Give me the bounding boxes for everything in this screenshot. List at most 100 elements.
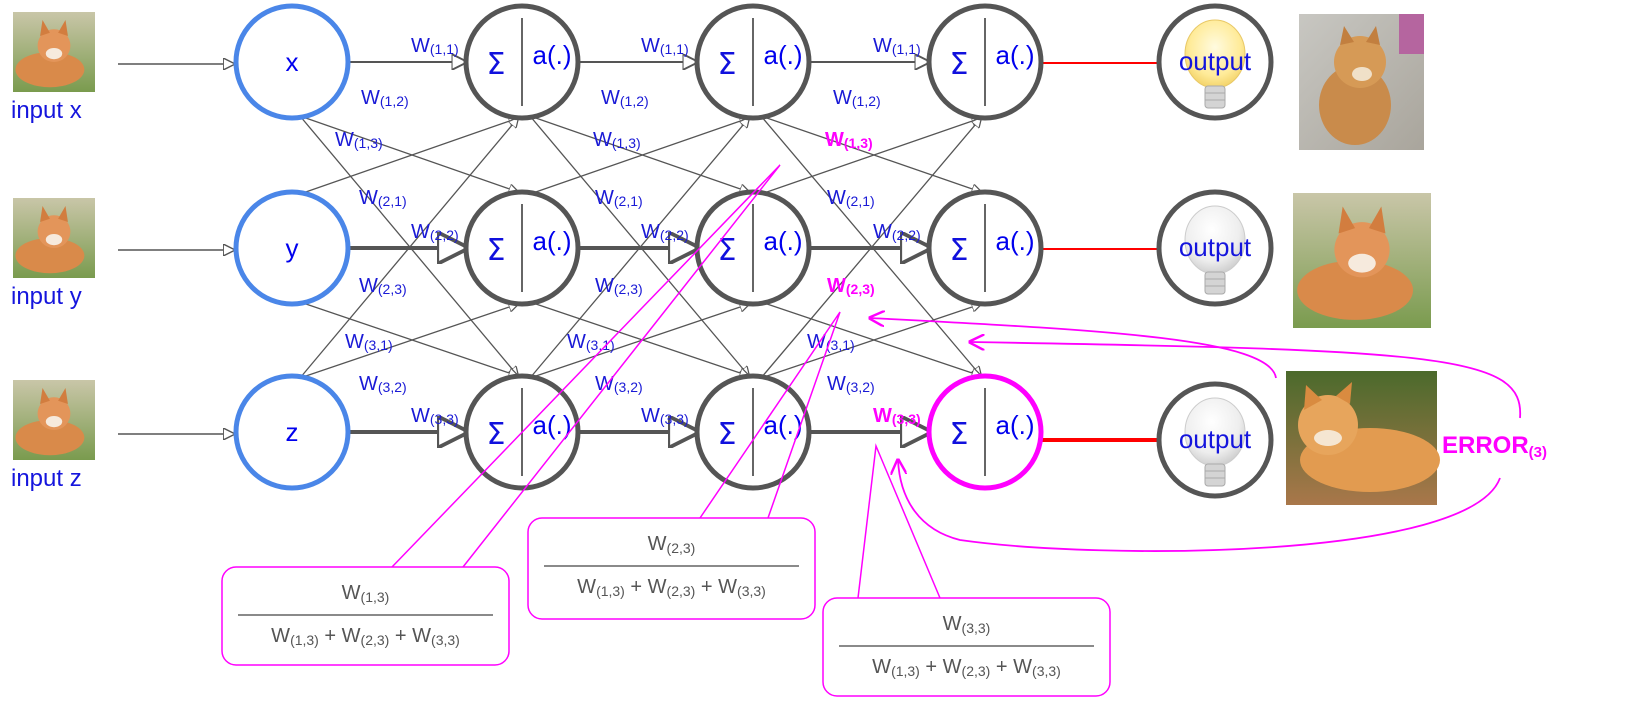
weight-label: W(1,2) bbox=[361, 87, 409, 109]
edge-cross bbox=[529, 301, 749, 376]
shiba-dog-photo bbox=[1299, 14, 1424, 150]
error-label: ERROR(3) bbox=[1442, 432, 1547, 461]
weight-label: W(3,3) bbox=[411, 405, 459, 427]
sum-symbol: Σ bbox=[718, 233, 737, 268]
unlit-bulb-icon bbox=[1184, 397, 1246, 487]
input-node-label: z bbox=[286, 417, 299, 447]
weight-label: W(2,2) bbox=[411, 221, 459, 243]
fraction-callout: W(2,3) W(1,3) + W(2,3) + W(3,3) bbox=[527, 311, 841, 620]
fox-photo bbox=[1293, 193, 1431, 328]
edge-cross bbox=[760, 118, 981, 195]
fox-photo bbox=[13, 198, 95, 278]
edge-cross bbox=[760, 115, 981, 376]
activation-label: a(.) bbox=[996, 410, 1035, 440]
sum-symbol: Σ bbox=[718, 417, 737, 452]
activation-label: a(.) bbox=[764, 40, 803, 70]
weight-labels: W(1,1)W(1,2)W(1,3)W(2,1)W(2,2)W(2,3)W(3,… bbox=[335, 35, 921, 427]
edge-cross bbox=[529, 118, 749, 379]
edge-cross bbox=[299, 118, 518, 195]
weight-label: W(3,1) bbox=[567, 331, 615, 353]
input-node-circle bbox=[233, 189, 351, 307]
sum-symbol: Σ bbox=[487, 417, 506, 452]
input-label: input z bbox=[11, 465, 82, 492]
input-label: input y bbox=[11, 283, 82, 310]
edge-cross bbox=[529, 115, 749, 376]
fraction-callout: W(3,3) W(1,3) + W(2,3) + W(3,3) bbox=[822, 443, 1111, 697]
unlit-bulb-icon bbox=[1184, 205, 1246, 295]
weight-label: W(1,1) bbox=[873, 35, 921, 57]
backprop-arrow bbox=[870, 318, 1277, 379]
weight-fractions: W(1,3)W(1,3) + W(2,3) + W(3,3)W(2,3)W(1,… bbox=[221, 164, 1111, 697]
weight-label: W(3,1) bbox=[345, 331, 393, 353]
sum-symbol: Σ bbox=[950, 233, 969, 268]
edge-cross bbox=[299, 115, 518, 376]
activation-label: a(.) bbox=[996, 40, 1035, 70]
callout-pointer bbox=[857, 443, 941, 599]
weight-label: W(3,3) bbox=[641, 405, 689, 427]
callout-pointer bbox=[699, 311, 841, 519]
fraction-denominator: W(1,3) + W(2,3) + W(3,3) bbox=[577, 576, 766, 599]
fraction-numerator: W(1,3) bbox=[342, 582, 390, 605]
weight-label: W(2,1) bbox=[827, 187, 875, 209]
fraction-numerator: W(2,3) bbox=[648, 533, 696, 556]
weight-label: W(3,1) bbox=[807, 331, 855, 353]
edge-cross bbox=[299, 301, 518, 376]
edge-cross bbox=[529, 304, 749, 379]
weight-label: W(2,1) bbox=[595, 187, 643, 209]
connection-edges bbox=[118, 62, 1205, 440]
weight-label: W(1,3) bbox=[593, 129, 641, 151]
fox-photo bbox=[13, 380, 95, 460]
activation-label: a(.) bbox=[533, 40, 572, 70]
output-label: output bbox=[1179, 232, 1252, 262]
weight-label: W(3,3) bbox=[873, 405, 921, 427]
weight-label: W(3,2) bbox=[827, 373, 875, 395]
fraction-denominator: W(1,3) + W(2,3) + W(3,3) bbox=[271, 625, 460, 648]
fraction-callout: W(1,3) W(1,3) + W(2,3) + W(3,3) bbox=[221, 164, 781, 666]
sum-symbol: Σ bbox=[487, 47, 506, 82]
weight-label: W(1,3) bbox=[335, 129, 383, 151]
edge-cross bbox=[529, 118, 749, 195]
edge-cross bbox=[760, 301, 981, 376]
fox-photo bbox=[1293, 193, 1431, 328]
weight-label: W(2,2) bbox=[873, 221, 921, 243]
lit-bulb-icon bbox=[1184, 19, 1246, 109]
weight-label: W(1,2) bbox=[601, 87, 649, 109]
backprop-arrow bbox=[898, 460, 1501, 552]
edge-cross bbox=[529, 115, 749, 192]
sum-symbol: Σ bbox=[950, 417, 969, 452]
edge-cross bbox=[760, 115, 981, 192]
activation-label: a(.) bbox=[533, 226, 572, 256]
edge-cross bbox=[760, 118, 981, 379]
fraction-denominator: W(1,3) + W(2,3) + W(3,3) bbox=[872, 656, 1061, 679]
weight-label: W(1,3) bbox=[825, 129, 873, 151]
activation-label: a(.) bbox=[764, 226, 803, 256]
weight-label: W(2,1) bbox=[359, 187, 407, 209]
edge-cross bbox=[760, 304, 981, 379]
input-node-label: x bbox=[286, 47, 299, 77]
edge-cross bbox=[299, 115, 518, 192]
edge-cross bbox=[299, 118, 518, 379]
output-label: output bbox=[1179, 46, 1252, 76]
weight-label: W(2,2) bbox=[641, 221, 689, 243]
orange-cat-photo bbox=[1286, 371, 1440, 505]
fraction-numerator: W(3,3) bbox=[943, 613, 991, 636]
weight-label: W(1,1) bbox=[411, 35, 459, 57]
weight-label: W(3,2) bbox=[359, 373, 407, 395]
input-node-circle bbox=[233, 373, 351, 491]
output-panel: output output output bbox=[1156, 3, 1440, 505]
sum-symbol: Σ bbox=[487, 233, 506, 268]
weight-label: W(1,1) bbox=[641, 35, 689, 57]
weight-label: W(2,3) bbox=[359, 275, 407, 297]
error-backprop: ERROR(3) bbox=[870, 318, 1547, 552]
output-label: output bbox=[1179, 424, 1252, 454]
sum-symbol: Σ bbox=[950, 47, 969, 82]
input-panel: input x input y input z bbox=[11, 12, 95, 492]
input-label: input x bbox=[11, 97, 82, 124]
weight-label: W(1,2) bbox=[833, 87, 881, 109]
backprop-arrow bbox=[970, 342, 1522, 419]
edge-cross bbox=[299, 304, 518, 379]
weight-label: W(2,3) bbox=[827, 275, 875, 297]
callout-pointer bbox=[391, 164, 781, 568]
